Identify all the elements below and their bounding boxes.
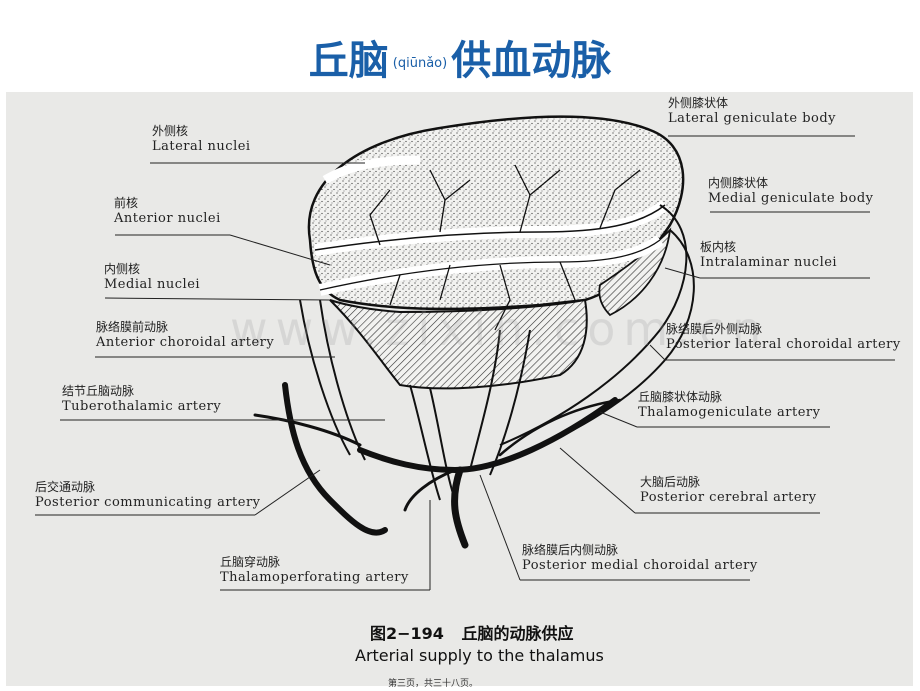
label-lateral-geniculate-body: 外侧膝状体 Lateral geniculate body: [668, 96, 836, 127]
label-thalamoperforating-artery: 丘脑穿动脉 Thalamoperforating artery: [220, 555, 409, 586]
label-en: Lateral geniculate body: [668, 111, 837, 126]
band-anterior: [322, 155, 421, 184]
label-medial-geniculate-body: 内侧膝状体 Medial geniculate body: [708, 176, 874, 207]
title-pinyin: (qiūnǎo): [392, 55, 448, 71]
label-zh: 脉络膜后外侧动脉: [666, 322, 763, 336]
label-en: Posterior communicating artery: [35, 495, 261, 510]
label-posterior-medial-choroidal-artery: 脉络膜后内侧动脉 Posterior medial choroidal arte…: [522, 543, 758, 574]
label-zh: 板内核: [700, 240, 737, 254]
label-en: Thalamoperforating artery: [220, 570, 409, 585]
label-lateral-nuclei: 外侧核 Lateral nuclei: [152, 124, 251, 155]
label-zh: 内侧膝状体: [708, 176, 769, 190]
label-en: Posterior cerebral artery: [640, 490, 817, 505]
label-zh: 脉络膜后内侧动脉: [522, 543, 619, 557]
internal-vessels: [369, 164, 641, 331]
title-main-left: 丘脑: [308, 38, 389, 84]
label-zh: 前核: [114, 196, 139, 210]
label-en: Tuberothalamic artery: [62, 399, 222, 414]
label-en: Medial geniculate body: [708, 191, 874, 206]
leader-lines: [35, 135, 895, 591]
label-zh: 结节丘脑动脉: [62, 384, 135, 398]
label-zh: 后交通动脉: [35, 480, 96, 494]
label-en: Posterior medial choroidal artery: [522, 558, 758, 573]
watermark: www.zixin.com.cn: [230, 302, 770, 356]
label-zh: 丘脑膝状体动脉: [638, 390, 723, 404]
label-posterior-lateral-choroidal-artery: 脉络膜后外侧动脉 Posterior lateral choroidal art…: [666, 322, 901, 353]
figure-caption-zh: 图2−194 丘脑的动脉供应: [370, 624, 574, 643]
label-anterior-choroidal-artery: 脉络膜前动脉 Anterior choroidal artery: [96, 320, 274, 351]
label-zh: 内侧核: [104, 262, 141, 276]
label-posterior-cerebral-artery: 大脑后动脉 Posterior cerebral artery: [640, 475, 817, 506]
label-zh: 外侧膝状体: [668, 96, 729, 110]
label-en: Intralaminar nuclei: [700, 255, 838, 270]
label-anterior-nuclei: 前核 Anterior nuclei: [114, 196, 221, 227]
label-en: Posterior lateral choroidal artery: [666, 337, 901, 352]
label-tuberothalamic-artery: 结节丘脑动脉 Tuberothalamic artery: [62, 384, 221, 415]
title-main-right: 供血动脉: [451, 38, 612, 84]
label-en: Anterior nuclei: [114, 211, 221, 226]
page-title: 丘脑(qiūnǎo)供血动脉: [0, 28, 920, 86]
label-zh: 脉络膜前动脉: [96, 320, 169, 334]
label-thalamogeniculate-artery: 丘脑膝状体动脉 Thalamogeniculate artery: [638, 390, 820, 421]
label-en: Lateral nuclei: [152, 139, 251, 154]
label-posterior-communicating-artery: 后交通动脉 Posterior communicating artery: [35, 480, 261, 511]
figure-caption-en: Arterial supply to the thalamus: [355, 646, 604, 665]
label-en: Anterior choroidal artery: [96, 335, 275, 350]
label-zh: 外侧核: [152, 124, 189, 138]
label-medial-nuclei: 内侧核 Medial nuclei: [104, 262, 200, 293]
page-number: 第三页，共三十八页。: [388, 679, 479, 689]
label-zh: 大脑后动脉: [640, 475, 701, 489]
label-en: Thalamogeniculate artery: [638, 405, 821, 420]
label-intralaminar-nuclei: 板内核 Intralaminar nuclei: [700, 240, 837, 271]
label-en: Medial nuclei: [104, 277, 201, 292]
label-zh: 丘脑穿动脉: [220, 555, 281, 569]
posterior-cerebral-artery-trunk: [253, 382, 622, 549]
